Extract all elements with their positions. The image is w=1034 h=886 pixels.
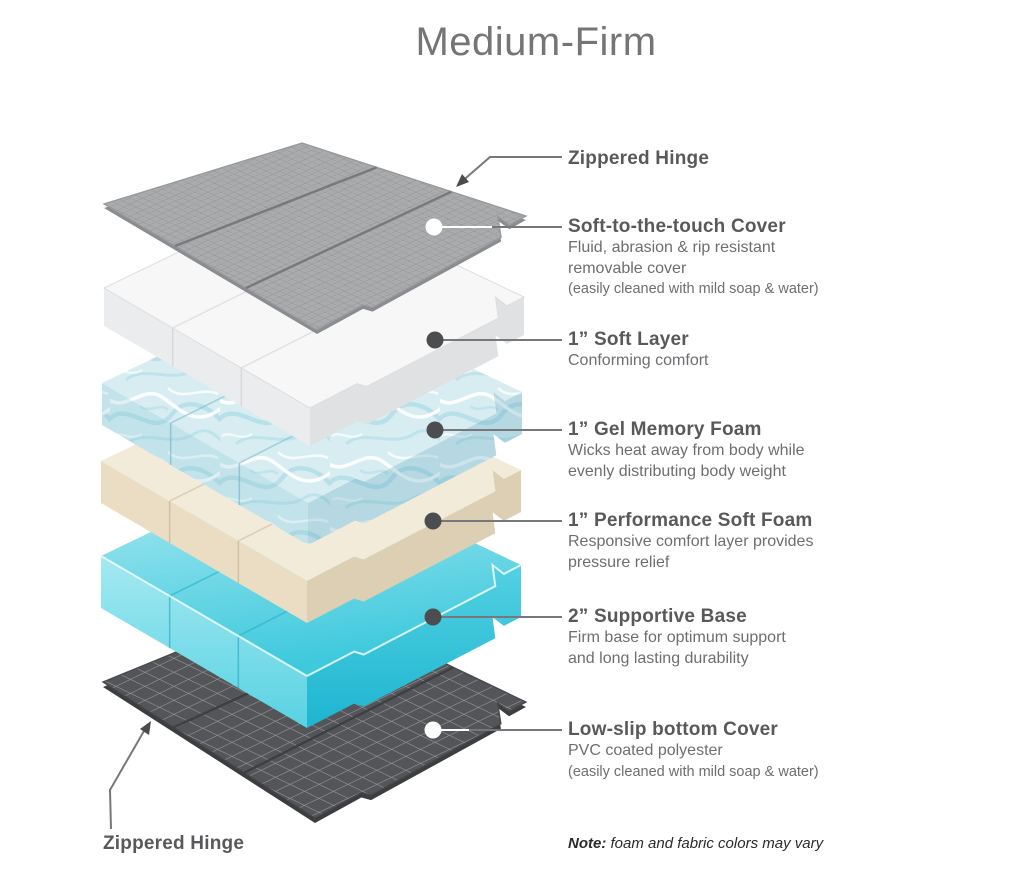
footnote-bold: Note: (568, 835, 607, 852)
hinge-arrow-top-line (458, 156, 562, 185)
callout-supportive-base: 2” Supportive Base Firm base for optimum… (568, 606, 1008, 669)
leader-dot (425, 218, 443, 236)
callout-title: Zippered Hinge (568, 148, 710, 169)
page-title: Medium-Firm (415, 20, 657, 64)
leader-dot (424, 512, 442, 530)
footnote: Note: foam and fabric colors may vary (568, 835, 823, 852)
callout-desc: evenly distributing body weight (568, 462, 786, 480)
callout-title: 1” Gel Memory Foam (568, 419, 762, 440)
callout-title: Low-slip bottom Cover (568, 719, 779, 740)
callout-desc: Wicks heat away from body while (568, 442, 805, 459)
leader-dot (424, 721, 442, 739)
callout-note: (easily cleaned with mild soap & water) (568, 763, 819, 780)
leader-dot (426, 421, 444, 439)
callout-gel-memory-foam: 1” Gel Memory Foam Wicks heat away from … (568, 419, 1008, 482)
callout-desc: Fluid, abrasion & rip resistant (568, 239, 776, 256)
callout-desc: PVC coated polyester (568, 742, 723, 759)
callout-note: (easily cleaned with mild soap & water) (568, 281, 819, 297)
callout-zippered-hinge-top: Zippered Hinge (568, 148, 1008, 170)
callout-soft-layer: 1” Soft Layer Conforming comfort (568, 329, 1008, 372)
hinge-arrow-bottom-head (140, 721, 151, 735)
quilted-top-cover-layer (102, 142, 528, 334)
footnote-text: foam and fabric colors may vary (606, 835, 824, 852)
callout-leaders (108, 156, 562, 830)
leader-dot (426, 331, 444, 349)
callout-desc: Responsive comfort layer provides (568, 533, 814, 550)
callout-title: Soft-to-the-touch Cover (568, 216, 786, 237)
callout-desc: pressure relief (568, 553, 670, 571)
callout-desc: removable cover (568, 259, 687, 277)
callout-desc: and long lasting durability (568, 649, 749, 667)
callout-desc: Firm base for optimum support (568, 629, 786, 646)
callout-desc: Conforming comfort (568, 352, 709, 369)
callout-soft-touch-cover: Soft-to-the-touch Cover Fluid, abrasion … (568, 216, 1008, 299)
callout-title: 1” Performance Soft Foam (568, 510, 813, 531)
hinge-arrow-bottom-line (108, 723, 149, 830)
callout-title: 1” Soft Layer (568, 329, 689, 350)
callout-title: 2” Supportive Base (568, 606, 747, 627)
callout-performance-soft-foam: 1” Performance Soft Foam Responsive comf… (568, 510, 1008, 573)
callout-low-slip-bottom-cover: Low-slip bottom Cover PVC coated polyest… (568, 719, 1008, 782)
hinge-arrow-top-head (456, 174, 469, 187)
leader-dot (424, 608, 442, 626)
callout-zippered-hinge-bottom: Zippered Hinge (103, 833, 245, 854)
